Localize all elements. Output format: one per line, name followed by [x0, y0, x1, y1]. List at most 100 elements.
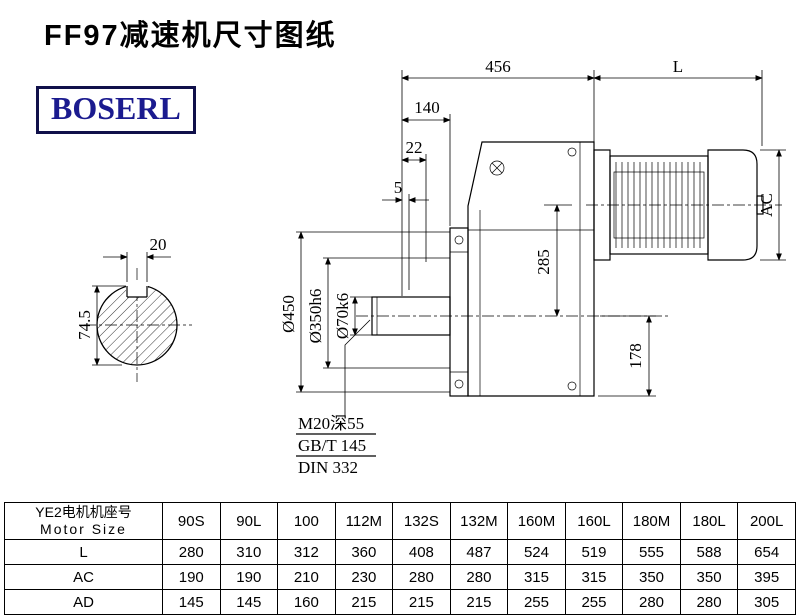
dim-L-label: L — [673, 57, 683, 76]
cell: 519 — [564, 539, 624, 565]
dim-dia450-label: Ø450 — [279, 295, 298, 333]
dim-20-label: 20 — [150, 235, 167, 254]
cell: 145 — [219, 589, 279, 615]
note-din-label: DIN 332 — [298, 458, 358, 477]
note-gbt-label: GB/T 145 — [298, 436, 366, 455]
motor-fins — [615, 162, 701, 248]
col-header: 90S — [162, 502, 221, 540]
dim-22-label: 22 — [406, 138, 423, 157]
cell: 350 — [622, 564, 681, 590]
motor-size-label-en: Motor Size — [40, 521, 127, 537]
cell: 230 — [334, 564, 394, 590]
technical-drawing: 20 74.5 — [75, 57, 786, 477]
motor-fan-cover — [707, 149, 758, 261]
dim-AC: AC — [757, 149, 786, 261]
cell: 280 — [162, 539, 221, 565]
cell: 654 — [737, 539, 796, 565]
cell: 210 — [277, 564, 336, 590]
col-header: 90L — [219, 502, 279, 540]
cell: 305 — [737, 589, 796, 615]
output-flange — [449, 227, 469, 397]
dim-285: 285 — [534, 204, 572, 317]
row-label: L — [4, 539, 163, 565]
flange-bolt-icon — [454, 235, 464, 245]
cell: 310 — [219, 539, 279, 565]
col-header: 180L — [679, 502, 739, 540]
cell: 215 — [392, 589, 451, 615]
table-header-row: YE2电机机座号 Motor Size 90S 90L 100 112M 132… — [4, 502, 796, 540]
cell: 215 — [334, 589, 394, 615]
dim-178-label: 178 — [626, 343, 645, 369]
table-row-L: L 280 310 312 360 408 487 524 519 555 58… — [4, 539, 796, 565]
dim-140-label: 140 — [414, 98, 440, 117]
dim-dia350-label: Ø350h6 — [306, 289, 325, 344]
dim-74-5-label: 74.5 — [75, 310, 94, 340]
col-header: 132S — [392, 502, 451, 540]
cell: 315 — [564, 564, 624, 590]
cell: 255 — [507, 589, 566, 615]
col-header: 132M — [449, 502, 509, 540]
housing-bolt-icon — [567, 147, 577, 157]
dim-22: 22 — [401, 138, 427, 262]
col-header: 160M — [507, 502, 566, 540]
cell: 160 — [277, 589, 336, 615]
dim-AC-label: AC — [757, 193, 776, 217]
cell: 255 — [564, 589, 624, 615]
motor-shaft-cap — [756, 195, 764, 215]
motor — [593, 149, 764, 261]
page-title: FF97减速机尺寸图纸 — [44, 20, 337, 52]
cell: 280 — [622, 589, 681, 615]
col-header: 100 — [277, 502, 336, 540]
note-m20-label: M20深55 — [298, 414, 364, 433]
cell: 145 — [162, 589, 221, 615]
flange-bolt-icon — [454, 379, 464, 389]
cell: 280 — [449, 564, 509, 590]
dim-L: L — [593, 57, 763, 146]
cell: 408 — [392, 539, 451, 565]
dim-456: 456 — [401, 57, 595, 296]
cell: 280 — [392, 564, 451, 590]
cell: 524 — [507, 539, 566, 565]
cell: 190 — [219, 564, 279, 590]
dim-456-label: 456 — [485, 57, 511, 76]
cell: 215 — [449, 589, 509, 615]
table-row-AD: AD 145 145 160 215 215 215 255 255 280 2… — [4, 589, 796, 615]
col-header: 160L — [564, 502, 624, 540]
dim-5: 5 — [382, 178, 429, 290]
cell: 190 — [162, 564, 221, 590]
dim-dia70-label: Ø70k6 — [333, 293, 352, 339]
cell: 280 — [679, 589, 739, 615]
housing-bolt-icon — [567, 381, 577, 391]
dim-dia70: Ø70k6 — [333, 293, 372, 339]
dim-178: 178 — [598, 315, 656, 397]
lifting-hole-icon — [489, 160, 505, 176]
boserl-logo: BOSERL — [36, 86, 196, 134]
col-header: 112M — [334, 502, 394, 540]
cell: 360 — [334, 539, 394, 565]
motor-size-label-cn: YE2电机机座号 — [35, 504, 132, 520]
dim-5-label: 5 — [394, 178, 403, 197]
table-row-AC: AC 190 190 210 230 280 280 315 315 350 3… — [4, 564, 796, 590]
dim-140: 140 — [401, 98, 451, 226]
dim-285-label: 285 — [534, 249, 553, 275]
row-label: AD — [4, 589, 163, 615]
col-header: 200L — [737, 502, 796, 540]
cell: 487 — [449, 539, 509, 565]
thread-note: M20深55 GB/T 145 DIN 332 — [296, 319, 376, 477]
row-label: AC — [4, 564, 163, 590]
motor-size-table: YE2电机机座号 Motor Size 90S 90L 100 112M 132… — [4, 502, 796, 615]
cell: 588 — [679, 539, 739, 565]
dim-key-width: 20 — [103, 235, 171, 282]
cell: 555 — [622, 539, 681, 565]
motor-size-header-cell: YE2电机机座号 Motor Size — [4, 502, 163, 540]
col-header: 180M — [622, 502, 681, 540]
cell: 395 — [737, 564, 796, 590]
dim-dia450: Ø450 — [279, 231, 450, 393]
cell: 312 — [277, 539, 336, 565]
boserl-logo-text: BOSERL — [51, 90, 181, 126]
cell: 315 — [507, 564, 566, 590]
dim-key-height: 74.5 — [75, 285, 126, 366]
gearbox-housing — [454, 141, 595, 397]
cell: 350 — [679, 564, 739, 590]
dim-dia350: Ø350h6 — [306, 257, 450, 369]
